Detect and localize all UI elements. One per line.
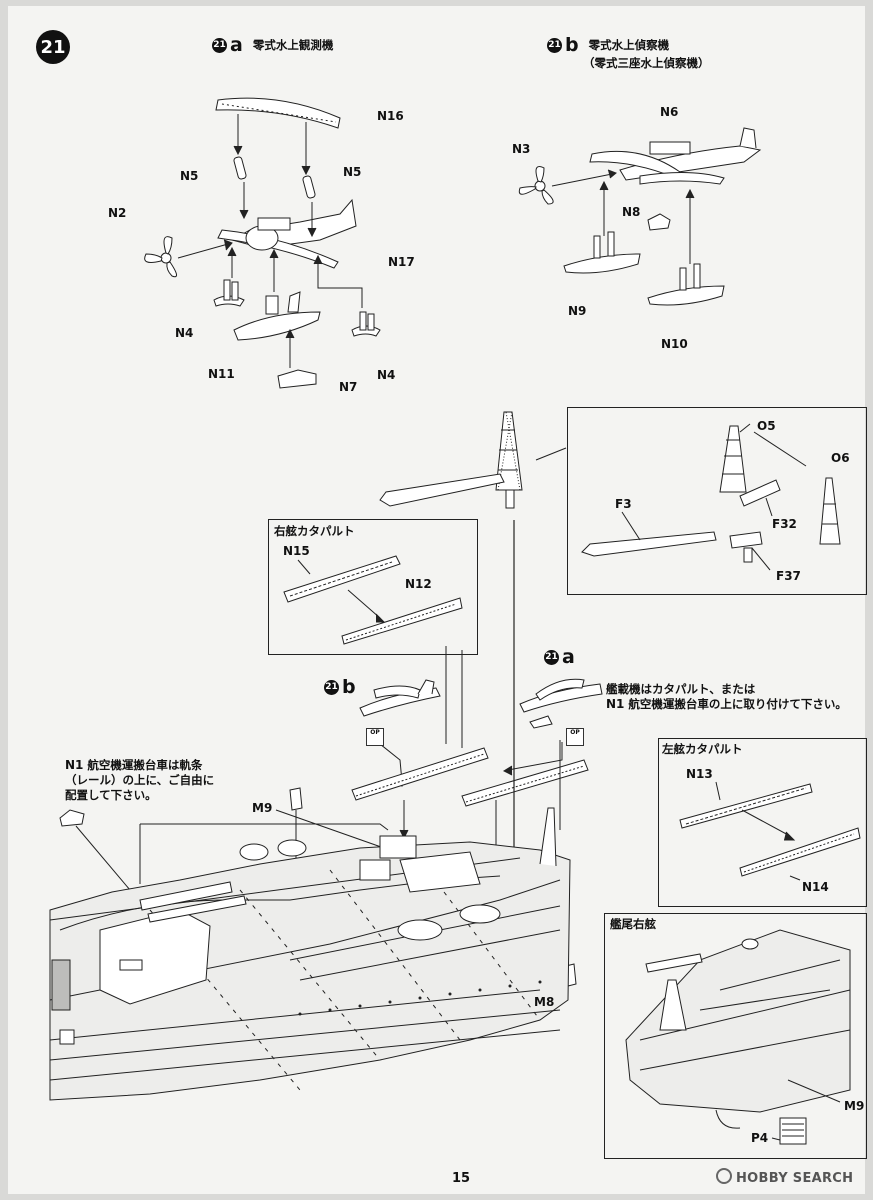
crane-assembly bbox=[379, 411, 523, 509]
ship-hull bbox=[49, 807, 571, 1101]
part-label: F32 bbox=[772, 517, 797, 531]
sub-step-b-title: 零式水上偵察機 bbox=[588, 38, 670, 52]
stern-detail-title: 艦尾右舷 bbox=[610, 917, 656, 931]
cart-n8 bbox=[647, 213, 671, 231]
part-label: N8 bbox=[622, 205, 641, 219]
part-label: O6 bbox=[831, 451, 850, 465]
catapult-n12 bbox=[341, 597, 463, 645]
part-label: N16 bbox=[377, 109, 404, 123]
placed-plane-b bbox=[359, 687, 441, 717]
float-n10 bbox=[647, 285, 725, 306]
sub-step-b-subtitle: （零式三座水上偵察機） bbox=[583, 56, 710, 70]
part-label: N4 bbox=[175, 326, 194, 340]
starboard-catapult-box bbox=[268, 519, 478, 655]
step-mark-icon: 21 bbox=[547, 38, 562, 53]
option-part-icon: OP bbox=[566, 728, 584, 746]
starboard-catapult-title: 右舷カタパルト bbox=[274, 524, 355, 538]
deck-catapult-starboard bbox=[351, 747, 489, 801]
part-label: N12 bbox=[405, 577, 432, 591]
strut-right bbox=[302, 175, 316, 199]
crane-detail-box bbox=[567, 407, 867, 595]
part-label: N14 bbox=[802, 880, 829, 894]
sub-step-b-letter: b bbox=[565, 34, 579, 56]
watermark: HOBBY SEARCH bbox=[716, 1168, 853, 1186]
step-mark-icon: 21 bbox=[544, 650, 559, 665]
page-number: 15 bbox=[452, 1171, 471, 1186]
stern-detail-box bbox=[604, 913, 867, 1159]
part-label: N6 bbox=[660, 105, 679, 119]
part-label: N13 bbox=[686, 767, 713, 781]
part-label: O5 bbox=[757, 419, 776, 433]
strut-left bbox=[233, 156, 247, 180]
sub-step-a-letter: a bbox=[230, 34, 243, 56]
deck-catapult-port bbox=[461, 759, 589, 807]
catapult-n14 bbox=[739, 827, 861, 877]
aircraft-mounting-note: 艦載機はカタパルト、または N1 航空機運搬台車の上に取り付けて下さい。 bbox=[606, 682, 847, 711]
propeller-n2 bbox=[144, 236, 177, 278]
part-label: N7 bbox=[339, 380, 358, 394]
part-label: N2 bbox=[108, 206, 127, 220]
port-catapult-title: 左舷カタパルト bbox=[662, 742, 743, 756]
step-mark-icon: 21 bbox=[212, 38, 227, 53]
part-label: F37 bbox=[776, 569, 801, 583]
part-label: P4 bbox=[751, 1131, 769, 1145]
port-catapult-box bbox=[658, 738, 867, 907]
stern-detail bbox=[625, 929, 851, 1145]
part-label: N11 bbox=[208, 367, 235, 381]
step-number-badge: 21 bbox=[36, 30, 70, 64]
option-part-icon: OP bbox=[366, 728, 384, 746]
part-label: N5 bbox=[343, 165, 362, 179]
catapult-n15 bbox=[283, 555, 401, 603]
part-label: N4 bbox=[377, 368, 396, 382]
step-mark-icon: 21 bbox=[324, 680, 339, 695]
part-label: N9 bbox=[568, 304, 587, 318]
cart-placement-note: N1 航空機運搬台車は軌条 （レール）の上に、ご自由に 配置して下さい。 bbox=[65, 758, 215, 802]
part-label: M9 bbox=[252, 801, 273, 815]
cart-n7 bbox=[277, 369, 317, 389]
cart-n1 bbox=[59, 809, 85, 827]
propeller-n3 bbox=[518, 166, 554, 205]
part-label: M9 bbox=[844, 1099, 865, 1113]
part-label: F3 bbox=[615, 497, 632, 511]
part-label: M8 bbox=[534, 995, 555, 1009]
crane-detail bbox=[581, 423, 841, 571]
part-label: N15 bbox=[283, 544, 310, 558]
float-n9 bbox=[563, 253, 641, 274]
main-float-n11 bbox=[233, 311, 321, 341]
part-m9 bbox=[289, 787, 303, 811]
part-label: N10 bbox=[661, 337, 688, 351]
part-label: N17 bbox=[388, 255, 415, 269]
part-label: N3 bbox=[512, 142, 531, 156]
hobby-search-logo-icon bbox=[716, 1168, 732, 1184]
sub-step-a-title: 零式水上観測機 bbox=[252, 38, 334, 52]
part-label: N5 bbox=[180, 169, 199, 183]
